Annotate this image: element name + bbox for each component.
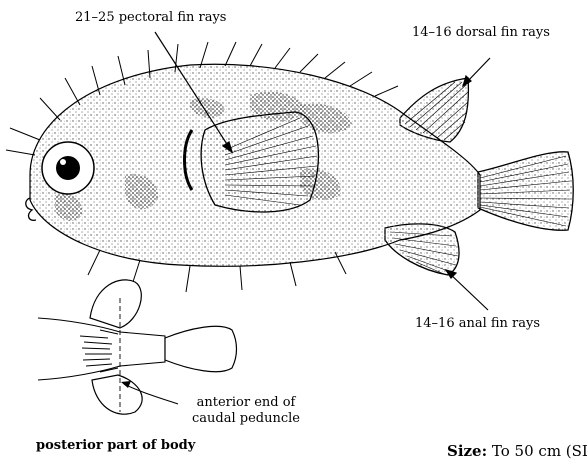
- inset-peduncle: [120, 332, 165, 366]
- inset-anal-fin: [92, 375, 142, 414]
- anal-fin-label: 14–16 anal fin rays: [415, 316, 540, 331]
- pectoral-fin: [201, 112, 318, 212]
- caudal-fin: [478, 152, 573, 230]
- size-value: To 50 cm (SL): [492, 442, 587, 460]
- inset-spines: [80, 330, 118, 372]
- dorsal-fin-label: 14–16 dorsal fin rays: [412, 25, 550, 40]
- porcupinefish-drawing: [6, 42, 573, 292]
- inset-tail: [165, 326, 237, 371]
- size-label: Size:: [447, 442, 487, 460]
- caudal-peduncle-label-line1: anterior end of: [186, 395, 306, 410]
- caudal-peduncle-label-line2: caudal peduncle: [186, 411, 306, 426]
- inset-dorsal-fin: [90, 280, 141, 328]
- posterior-body-caption: posterior part of body: [36, 438, 195, 453]
- anal-leader-line: [448, 272, 488, 310]
- pectoral-fin-label: 21–25 pectoral fin rays: [75, 10, 226, 25]
- size-info: Size: To 50 cm (SL): [447, 442, 587, 460]
